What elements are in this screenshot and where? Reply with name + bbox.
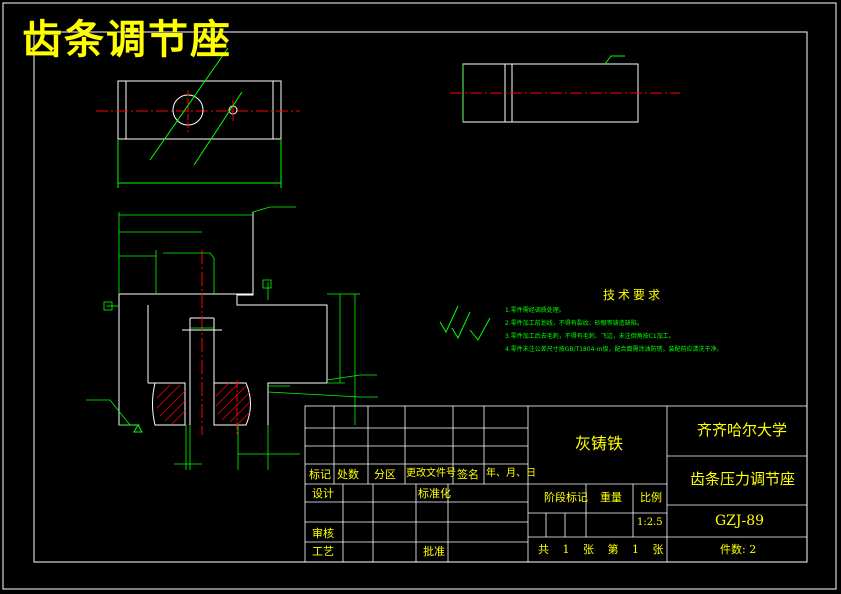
header-signature: 签名	[457, 468, 479, 481]
tech-requirement-item: 2.零件加工前划线，不得有裂纹、砂眼等铸造缺陷。	[505, 320, 643, 327]
school-name: 齐齐哈尔大学	[697, 421, 788, 439]
surface-finish-symbols	[439, 305, 491, 341]
header-design: 设计	[312, 487, 334, 500]
header-zone: 分区	[374, 468, 396, 481]
tech-requirement-item: 1.零件需经调质处理。	[505, 307, 565, 314]
tech-requirement-item: 4.零件未注公差尺寸按GB/T1804-m级，配合面需涂油防锈，装配前应清洗干净…	[505, 346, 723, 353]
part-name: 齿条压力调节座	[690, 470, 796, 488]
title-block-grid	[304, 405, 808, 563]
banner-title: 齿条调节座	[22, 16, 232, 63]
front-section-view	[86, 206, 378, 470]
header-change-doc: 更改文件号	[406, 468, 456, 479]
tech-requirement-item: 3.零件加工后去毛刺，不得有毛刺、飞边，未注倒角按C1加工。	[505, 333, 675, 340]
material-label: 灰铸铁	[575, 434, 624, 453]
header-approve: 批准	[423, 545, 445, 558]
header-weight: 重量	[600, 491, 622, 504]
sheet-info: 共 1 张 第 1 张	[538, 543, 664, 556]
header-process: 工艺	[312, 545, 334, 558]
header-standardize: 标准化	[418, 487, 451, 500]
header-stage-mark: 阶段标记	[544, 491, 588, 504]
drawing-number: GZJ-89	[715, 513, 765, 529]
scale-value: 1:2.5	[637, 517, 663, 528]
header-review: 审核	[312, 527, 334, 540]
tech-requirements-heading: 技术要求	[603, 288, 664, 302]
header-mark: 标记	[309, 468, 331, 481]
top-view	[96, 47, 300, 188]
side-view	[450, 55, 680, 123]
header-count: 处数	[337, 468, 359, 481]
tech-requirements-list: 1.零件需经调质处理。 2.零件加工前划线，不得有裂纹、砂眼等铸造缺陷。 3.零…	[505, 304, 722, 356]
header-date: 年、月、日	[486, 468, 536, 479]
part-count: 件数: 2	[720, 543, 757, 556]
header-scale: 比例	[640, 491, 662, 504]
